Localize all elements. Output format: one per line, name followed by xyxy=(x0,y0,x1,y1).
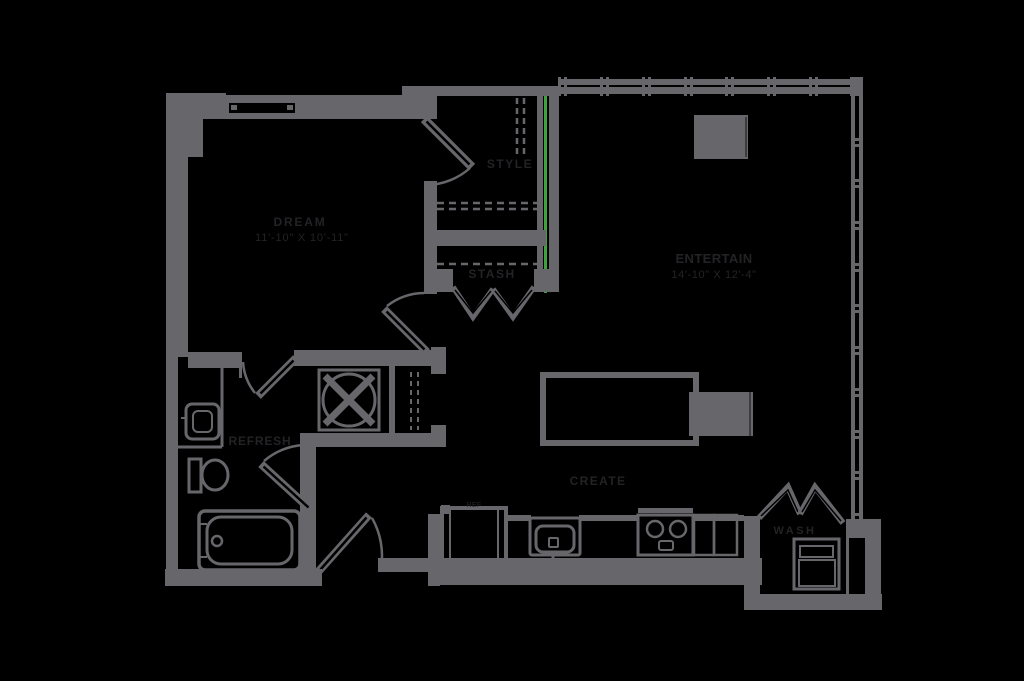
svg-text:14'-10" X 12'-4": 14'-10" X 12'-4" xyxy=(671,269,756,281)
svg-text:DREAM: DREAM xyxy=(274,215,327,229)
svg-text:CREATE: CREATE xyxy=(570,474,627,488)
svg-text:STYLE: STYLE xyxy=(487,157,533,171)
svg-text:WASH: WASH xyxy=(774,525,817,537)
svg-text:11'-10" X 10'-11": 11'-10" X 10'-11" xyxy=(255,232,349,244)
svg-text:REF: REF xyxy=(467,502,482,509)
svg-text:REFRESH: REFRESH xyxy=(229,434,292,448)
svg-text:ENTERTAIN: ENTERTAIN xyxy=(675,251,752,266)
svg-text:STASH: STASH xyxy=(468,267,515,281)
